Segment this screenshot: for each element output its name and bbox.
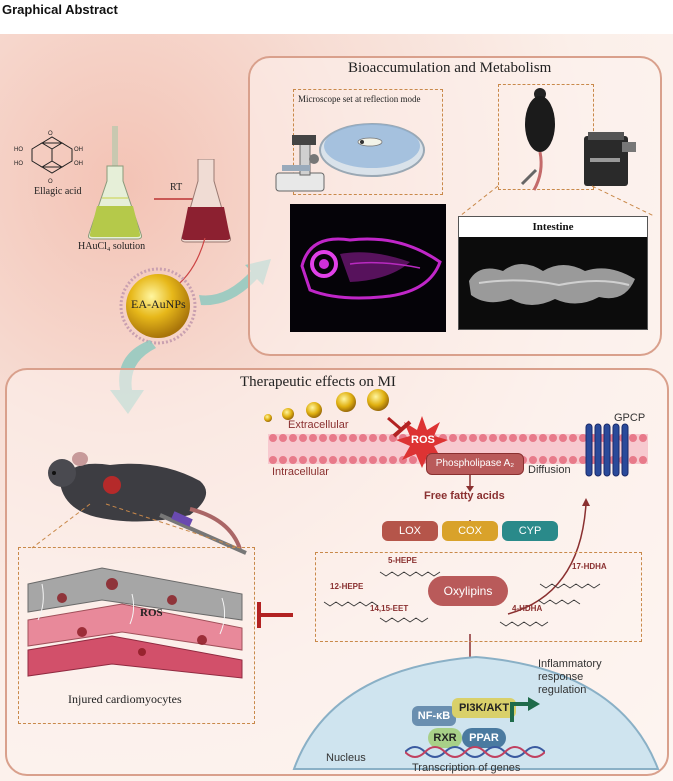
gpcp-label: GPCP bbox=[614, 412, 646, 424]
oxylipin-box bbox=[315, 552, 642, 642]
intracellular-label: Intracellular bbox=[272, 466, 329, 478]
inhibition-bar-tissue bbox=[257, 602, 293, 628]
inflammatory-line-1: Inflammatory bbox=[538, 658, 602, 670]
microscope-icon bbox=[275, 135, 325, 192]
intestine-label: Intestine bbox=[459, 217, 647, 237]
hauc-solution-label: HAuCl₄ solution bbox=[78, 241, 146, 252]
ppar-box: PPAR bbox=[462, 728, 506, 748]
microscope-label: Microscope set at reflection mode bbox=[298, 94, 421, 104]
inhibition-ros bbox=[387, 416, 412, 438]
ellagic-acid-structure: HO HO OH OH O O bbox=[14, 131, 83, 185]
transcription-label: Transcription of genes bbox=[412, 762, 521, 774]
rt-label: RT bbox=[170, 182, 183, 193]
gpcp-receptor bbox=[585, 423, 629, 477]
intestine-image: Intestine bbox=[458, 216, 648, 330]
nucleus-label: Nucleus bbox=[326, 752, 366, 764]
diffusion-label: Diffusion bbox=[528, 464, 571, 476]
enzyme-cox: COX bbox=[442, 521, 498, 541]
imaging-device-icon bbox=[584, 132, 636, 186]
regulation-arrow bbox=[510, 697, 540, 722]
flask-red-icon bbox=[181, 159, 231, 243]
gold-particles bbox=[264, 389, 389, 422]
lipid-structures bbox=[323, 571, 601, 627]
svg-text:O: O bbox=[48, 179, 53, 185]
svg-text:HO: HO bbox=[14, 161, 23, 167]
metabolite-4-hdha: 4-HDHA bbox=[512, 604, 543, 613]
metabolite-5-hepe: 5-HEPE bbox=[388, 556, 417, 565]
dashed-connector bbox=[459, 185, 655, 217]
nfkb-box: NF-κB bbox=[412, 706, 456, 726]
metabolite-14-15-eet: 14,15-EET bbox=[370, 604, 409, 613]
metabolite-12-hepe: 12-HEPE bbox=[330, 582, 364, 591]
flask-yellow-icon bbox=[88, 126, 142, 240]
mouse-mi-icon bbox=[48, 452, 247, 555]
oxylipins-node: Oxylipins bbox=[428, 576, 508, 606]
ellagic-acid-label: Ellagic acid bbox=[34, 186, 82, 197]
rxr-box: RXR bbox=[428, 728, 462, 748]
inflammatory-text: Inflammatory response regulation bbox=[538, 658, 602, 697]
page-title: Graphical Abstract bbox=[2, 2, 118, 17]
cardiomyocyte-box bbox=[18, 547, 255, 724]
ea-aunps-label: EA-AuNPs bbox=[131, 297, 186, 311]
inflammatory-line-2: response bbox=[538, 671, 584, 683]
inflammatory-line-3: regulation bbox=[538, 684, 587, 696]
svg-text:OH: OH bbox=[74, 147, 83, 153]
svg-text:OH: OH bbox=[74, 161, 83, 167]
enzyme-lox: LOX bbox=[382, 521, 438, 541]
extracellular-label: Extracellular bbox=[288, 419, 349, 431]
tissue-ros-label: ROS bbox=[140, 607, 163, 619]
pi3k-akt-box: PI3K/AKT bbox=[452, 698, 516, 718]
fluorescence-image bbox=[290, 204, 446, 332]
therapeutic-title: Therapeutic effects on MI bbox=[240, 374, 396, 390]
metabolite-17-hdha: 17-HDHA bbox=[572, 562, 607, 571]
phospholipase-box: Phospholipase A₂ bbox=[426, 453, 524, 475]
enzyme-cyp: CYP bbox=[502, 521, 558, 541]
free-fatty-acids-label: Free fatty acids bbox=[424, 490, 505, 502]
bioaccumulation-title: Bioaccumulation and Metabolism bbox=[348, 60, 552, 76]
dashed-zoom-lines bbox=[31, 503, 241, 549]
ros-label: ROS bbox=[411, 434, 435, 446]
svg-text:O: O bbox=[48, 131, 53, 137]
petri-dish-icon bbox=[319, 123, 425, 177]
mouse-injection-icon bbox=[520, 88, 555, 191]
dna-helix bbox=[405, 746, 545, 758]
injured-cardiomyocytes-label: Injured cardiomyocytes bbox=[68, 692, 182, 706]
svg-text:HO: HO bbox=[14, 147, 23, 153]
graphical-abstract: HO HO OH OH O O Ellagic acid HAuCl₄ solu… bbox=[0, 34, 673, 781]
gold-nanoparticle-icon bbox=[119, 267, 197, 345]
cardiomyocyte-tissue bbox=[27, 567, 243, 679]
